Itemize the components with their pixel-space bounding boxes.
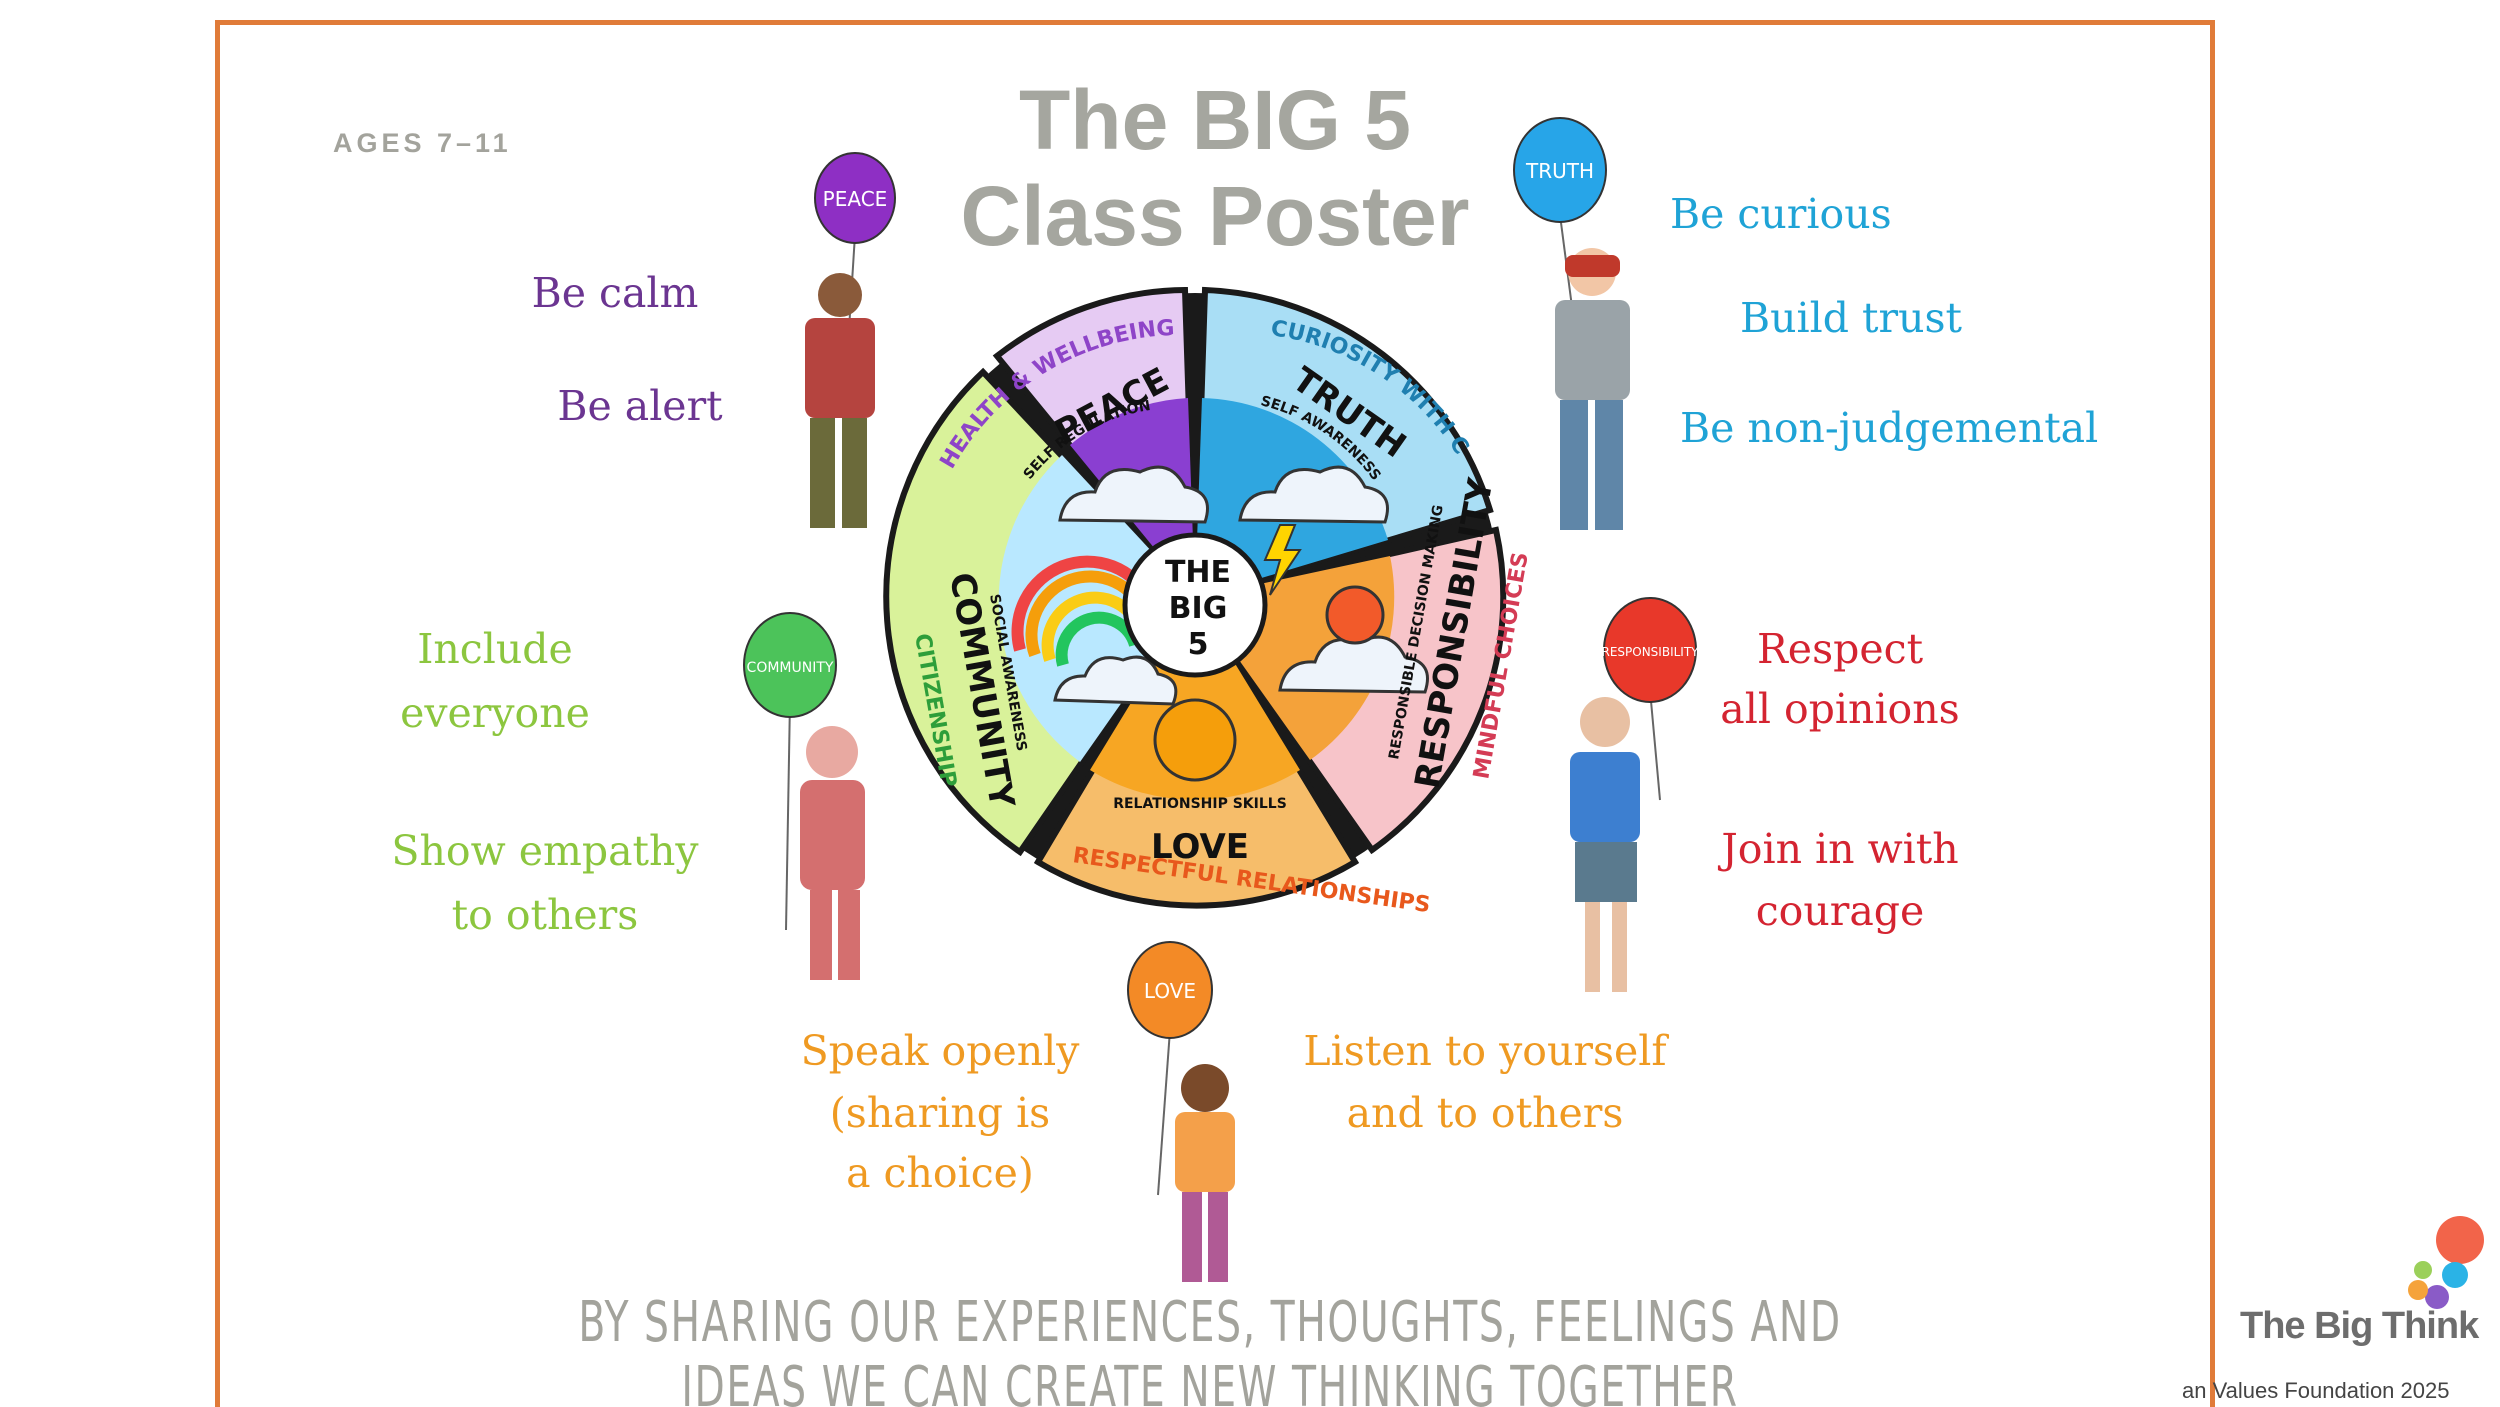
poster-frame xyxy=(215,20,2215,1407)
phrase-all-opinions: all opinions xyxy=(1720,685,1960,733)
phrase-show-empathy: Show empathy xyxy=(391,827,699,875)
balloon-peace-label: PEACE xyxy=(823,187,888,211)
balloon-responsibility-icon xyxy=(1603,597,1697,703)
child-community: COMMUNITY xyxy=(743,612,865,980)
sun-icon xyxy=(1153,698,1237,782)
foundation-credit: an Values Foundation 2025 xyxy=(2182,1378,2450,1403)
phrase-to-others: to others xyxy=(451,891,639,939)
poster-title: The BIG 5 Class Poster xyxy=(880,72,1550,264)
phrase-be-calm: Be calm xyxy=(531,269,699,317)
balloon-community-label: COMMUNITY xyxy=(747,660,834,676)
title-line-2: Class Poster xyxy=(960,169,1470,263)
big-think-logo-icon xyxy=(2408,1216,2484,1309)
cloud-icon xyxy=(1053,465,1429,706)
wheel-center xyxy=(1122,532,1268,678)
phrase-a-choice: a choice) xyxy=(846,1149,1034,1197)
wheel-center-line-2: BIG xyxy=(1169,591,1228,626)
balloon-responsibility-label: RESPONSIBILITY xyxy=(1601,645,1699,659)
phrase-be-alert: Be alert xyxy=(557,382,723,430)
phrase-be-non-judgemental: Be non-judgemental xyxy=(1680,404,2099,452)
phrase-sharing-is: (sharing is xyxy=(829,1089,1051,1137)
child-truth: TRUTH xyxy=(1513,117,1630,530)
phrase-speak-openly: Speak openly xyxy=(800,1027,1080,1075)
wheel-center-line-1: THE xyxy=(1165,555,1231,590)
wheel-love-inner: RELATIONSHIP SKILLS xyxy=(1113,796,1287,812)
balloon-truth-icon xyxy=(1513,117,1607,223)
phrase-and-to-others: and to others xyxy=(1346,1089,1624,1137)
sunset-icon xyxy=(1325,585,1385,645)
phrase-listen-to-yourself: Listen to yourself xyxy=(1303,1027,1667,1075)
phrase-everyone: everyone xyxy=(400,689,590,737)
big5-wheel: THE BIG 5 HEALTH & WELLBEING PEACE SELF … xyxy=(0,0,1534,918)
balloon-love-icon xyxy=(1127,941,1213,1039)
title-line-1: The BIG 5 xyxy=(1018,73,1412,167)
phrase-respect: Respect xyxy=(1756,625,1924,673)
community-inner-panel xyxy=(998,455,1195,762)
child-love: LOVE xyxy=(1127,941,1235,1282)
phrase-be-curious: Be curious xyxy=(1670,190,1892,238)
lightning-icon xyxy=(1263,524,1302,596)
child-responsibility: RESPONSIBILITY xyxy=(1570,597,1699,992)
phrase-build-trust: Build trust xyxy=(1740,294,1963,342)
balloon-love-label: LOVE xyxy=(1144,979,1196,1003)
ages-label: AGES 7–11 xyxy=(333,128,512,158)
phrase-join-in-with: Join in with xyxy=(1721,825,1959,873)
wheel-love-name: LOVE xyxy=(1151,827,1249,867)
wheel-center-line-3: 5 xyxy=(1188,627,1209,662)
phrase-include: Include xyxy=(417,625,573,673)
brand-name: The Big Think xyxy=(2240,1305,2479,1347)
balloon-peace-icon xyxy=(814,152,896,244)
child-peace: PEACE xyxy=(805,152,896,528)
phrase-courage: courage xyxy=(1755,887,1925,935)
balloon-community-icon xyxy=(743,612,837,718)
poster-tagline: BY SHARING OUR EXPERIENCES, THOUGHTS, FE… xyxy=(578,1290,1842,1407)
balloon-truth-label: TRUTH xyxy=(1525,159,1594,183)
